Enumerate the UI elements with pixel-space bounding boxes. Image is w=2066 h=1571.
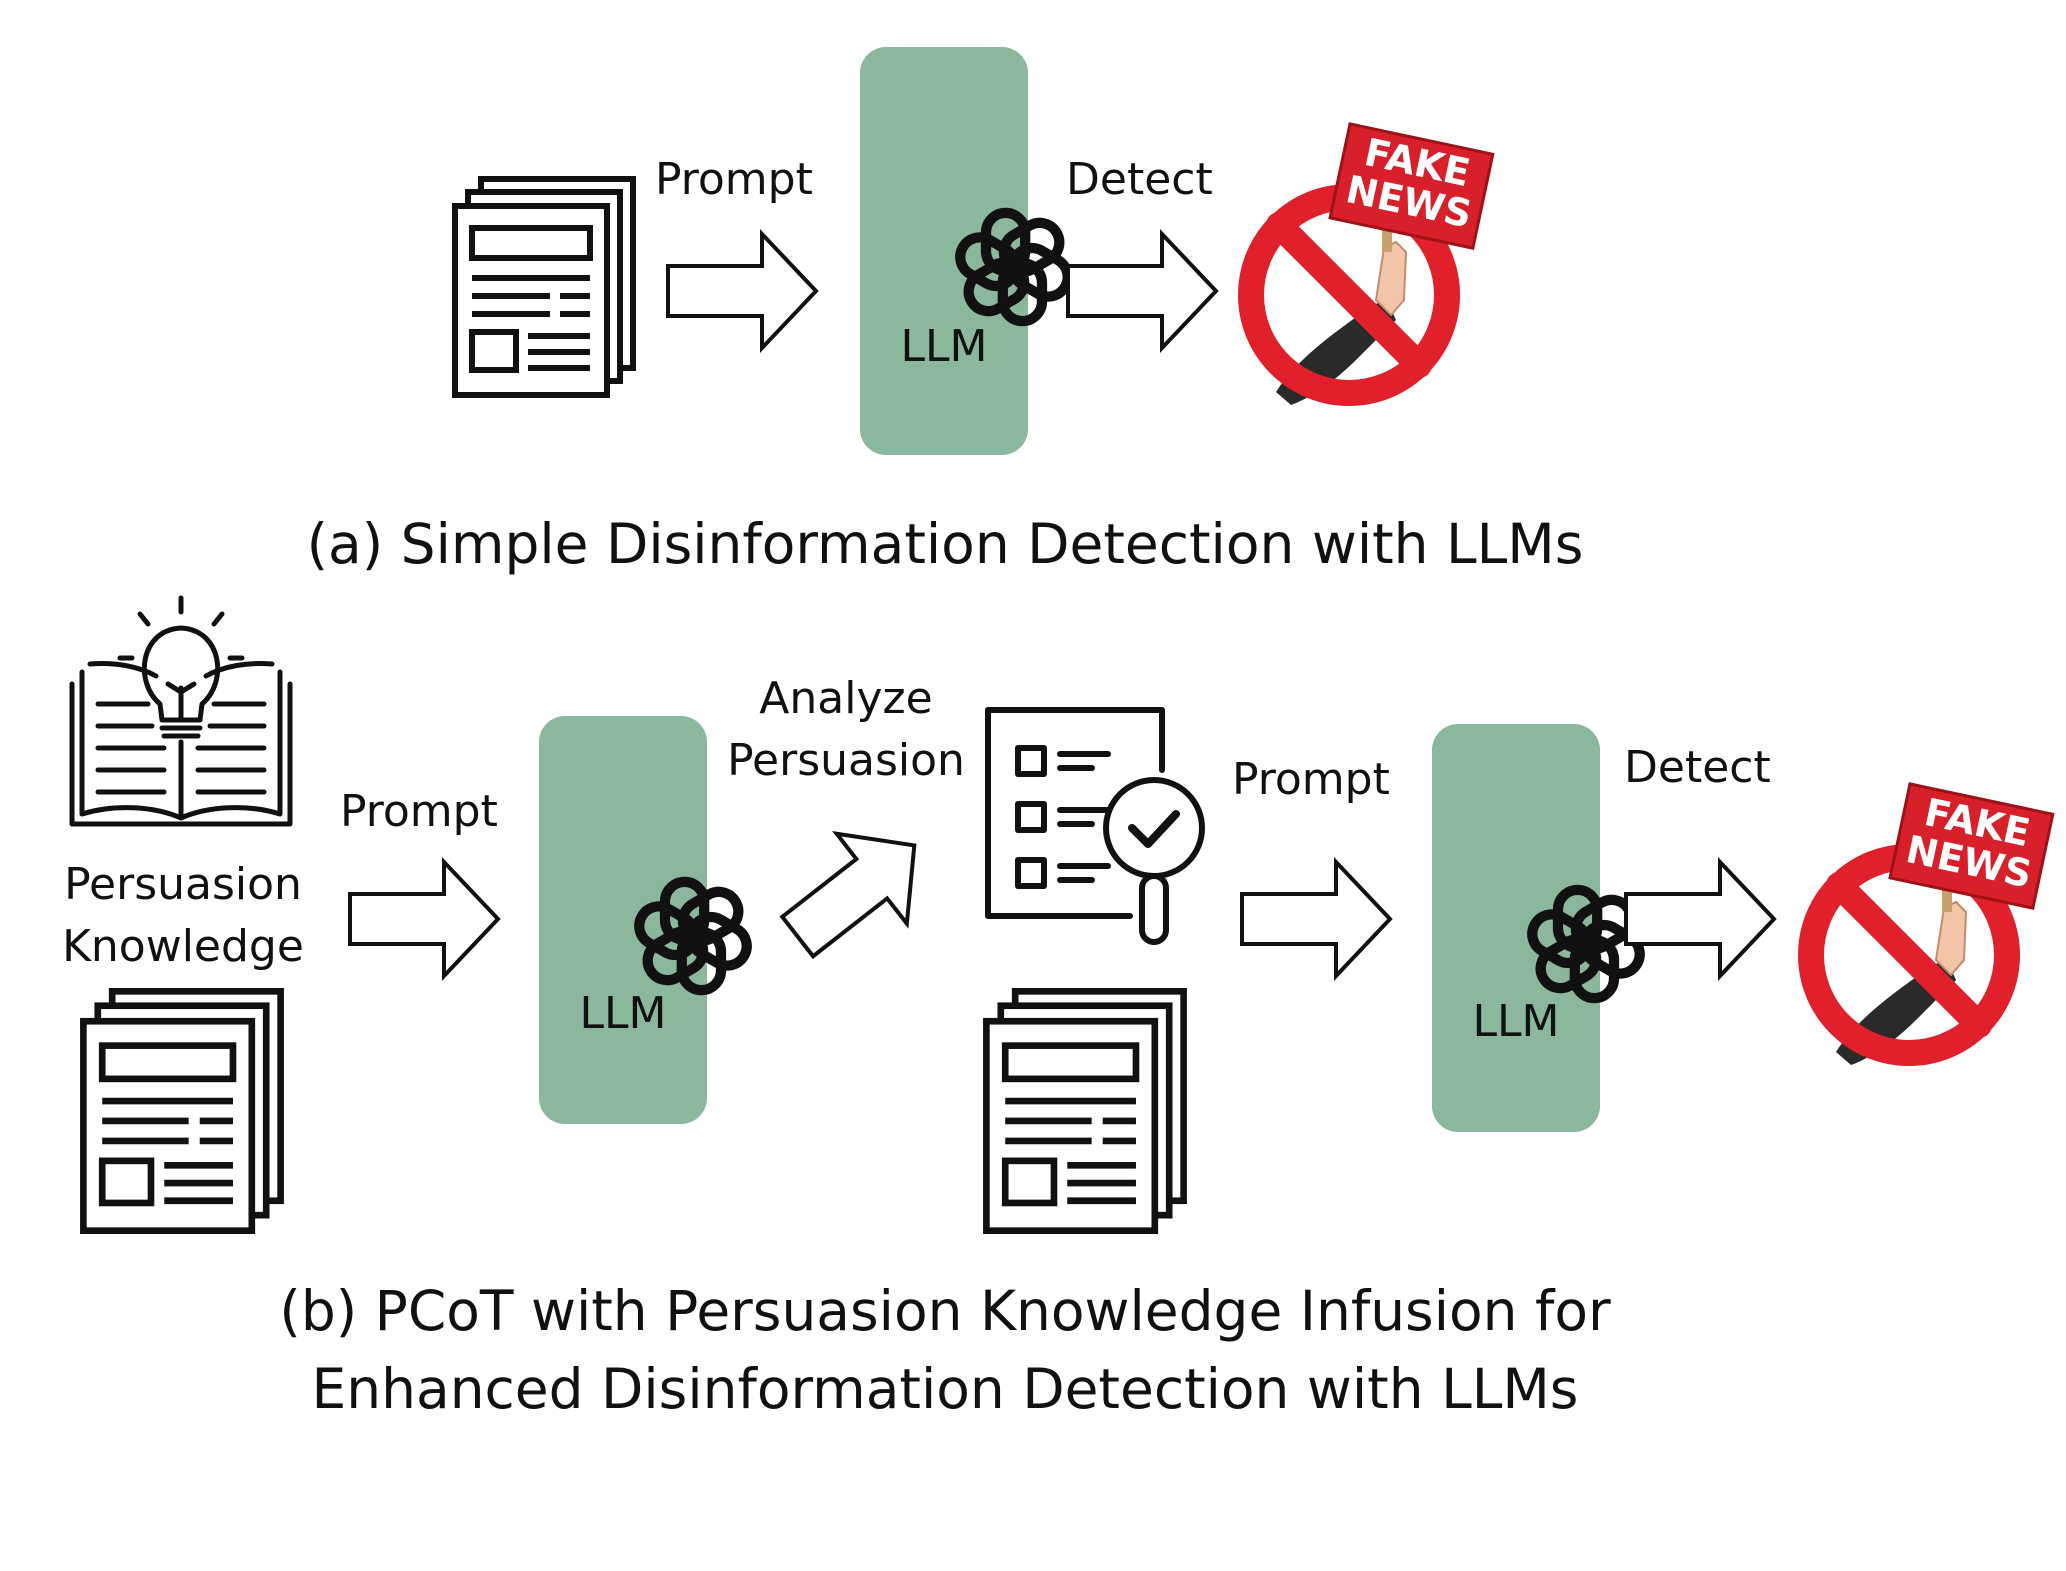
llm-label-1: LLM [579, 988, 667, 1039]
llm-block-2: LLM [1432, 724, 1600, 1132]
persuasion-knowledge-label: Persuasion Knowledge [62, 859, 304, 972]
openai-logo-icon [553, 796, 693, 936]
prompt-label-2: Prompt [1232, 754, 1390, 805]
caption-a: (a) Simple Disinformation Detection with… [306, 512, 1584, 576]
prompt-label: Prompt [655, 154, 813, 205]
newspaper-icon [983, 988, 1187, 1234]
arrow-right-icon [348, 860, 500, 978]
book-lightbulb-icon [69, 595, 293, 827]
llm-block-1: LLM [539, 716, 707, 1124]
arrow-right-icon [666, 232, 818, 350]
analyze-persuasion-label: Analyze Persuasion [727, 673, 965, 786]
checklist-magnifier-icon [985, 707, 1205, 945]
llm-block: LLM [860, 47, 1028, 455]
openai-logo-icon [874, 127, 1014, 267]
newspaper-icon [452, 176, 636, 398]
llm-label-2: LLM [1472, 996, 1560, 1047]
arrow-right-icon [1240, 860, 1392, 978]
fake-news-icon: FAKE NEWS [1236, 130, 1486, 410]
detect-label: Detect [1066, 154, 1213, 205]
arrow-diagonal-icon [760, 798, 952, 984]
fake-news-icon: FAKE NEWS [1796, 790, 2046, 1070]
openai-logo-icon [1446, 804, 1586, 944]
detect-label: Detect [1624, 742, 1771, 793]
caption-b: (b) PCoT with Persuasion Knowledge Infus… [279, 1279, 1611, 1422]
prompt-label-1: Prompt [340, 786, 498, 837]
arrow-right-icon [1624, 860, 1776, 978]
newspaper-icon [80, 988, 284, 1234]
arrow-right-icon [1066, 232, 1218, 350]
llm-label: LLM [900, 321, 988, 372]
